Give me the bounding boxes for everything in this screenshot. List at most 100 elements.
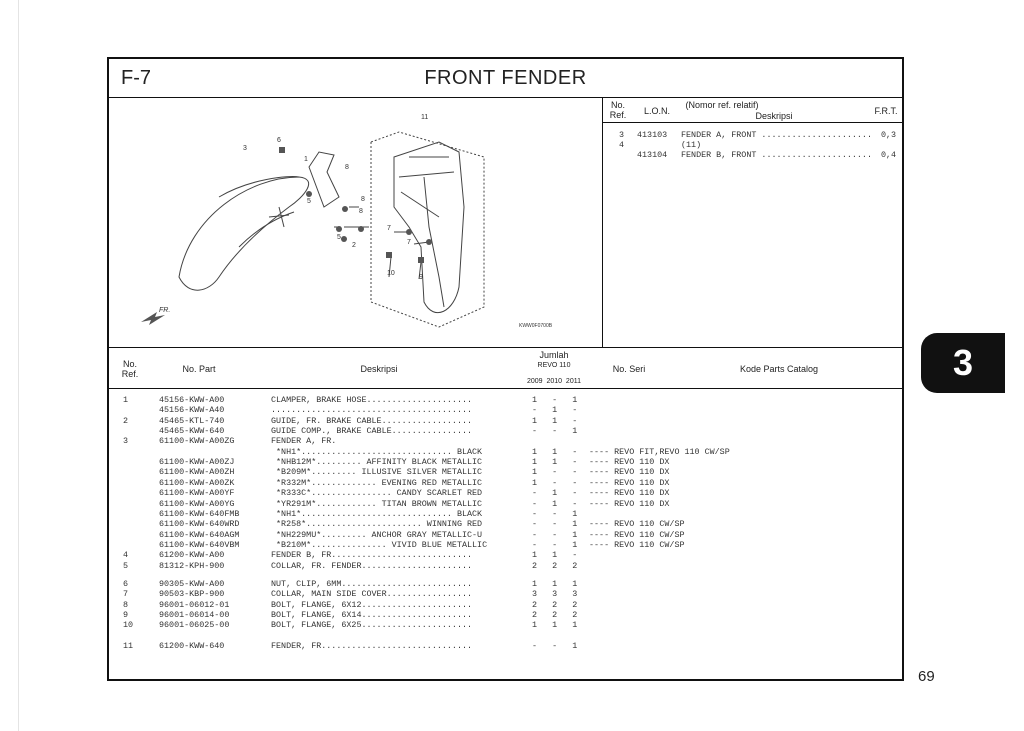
- callout-11: 11: [421, 114, 428, 121]
- part-description: *NHB12M*......... AFFINITY BLACK METALLI…: [271, 457, 483, 468]
- table-row: 61100-KWW-640VBM *B210M*............... …: [109, 540, 902, 550]
- part-quantity: 2 2 2: [532, 599, 578, 610]
- part-number: 61200-KWW-A00: [159, 550, 225, 561]
- callout-1: 1: [304, 156, 308, 163]
- callout-3: 3: [243, 145, 247, 152]
- part-quantity: 1 1 -: [532, 415, 578, 426]
- part-description: BOLT, FLANGE, 6X12......................: [271, 599, 473, 610]
- callout-8c: 8: [359, 208, 363, 215]
- part-number: 61100-KWW-640WRD: [159, 519, 240, 530]
- part-description: *B209M*......... ILLUSIVE SILVER METALLI…: [271, 467, 483, 478]
- parts-header-no-seri: No. Seri: [612, 364, 646, 374]
- part-quantity: 1 1 -: [532, 446, 578, 457]
- part-description: FENDER B, FR............................: [271, 550, 473, 561]
- lon-row-frt: 0,3: [881, 130, 897, 140]
- part-number: 96001-06025-00: [159, 620, 230, 631]
- part-ref: 9: [123, 610, 129, 620]
- part-serial: ---- REVO FIT,REVO 110 CW/SP: [589, 446, 730, 457]
- diagram-divider: [602, 97, 603, 347]
- part-ref: 3: [123, 436, 129, 447]
- part-description: GUIDE, FR. BRAKE CABLE..................: [271, 415, 473, 426]
- part-number: 61100-KWW-A00ZG: [159, 436, 235, 447]
- section-code: F-7: [121, 67, 151, 89]
- part-quantity: - 1 -: [532, 405, 578, 416]
- part-number: 96001-06012-01: [159, 599, 230, 610]
- part-number: 61100-KWW-A00ZK: [159, 477, 235, 488]
- part-ref: 6: [123, 578, 129, 589]
- part-number: 45156-KWW-A40: [159, 405, 225, 416]
- part-serial: ---- REVO 110 DX: [589, 488, 670, 499]
- part-quantity: - - 1: [532, 529, 578, 540]
- callout-9: 9: [419, 274, 423, 281]
- catalog-page-frame: F-7 FRONT FENDER: [107, 57, 904, 681]
- part-serial: ---- REVO 110 CW/SP: [589, 529, 685, 540]
- lon-row-desc: FENDER B, FRONT ......................: [681, 150, 872, 160]
- table-row: 61100-KWW-A00YG *YR291M*............ TIT…: [109, 499, 902, 509]
- part-quantity: 2 2 2: [532, 560, 578, 571]
- table-row: 61100-KWW-A00ZK *R332M*............. EVE…: [109, 478, 902, 488]
- callout-2: 2: [352, 242, 356, 249]
- part-quantity: 1 - 1: [532, 395, 578, 405]
- page-edge: [18, 0, 19, 731]
- part-description: BOLT, FLANGE, 6X14......................: [271, 610, 473, 620]
- lon-row-desc: FENDER A, FRONT ......................: [681, 130, 872, 140]
- callout-5a: 5: [307, 198, 311, 205]
- part-quantity: 2 2 2: [532, 610, 578, 620]
- parts-header-no-part: No. Part: [182, 364, 216, 374]
- table-row: 61100-KWW-A00ZJ *NHB12M*......... AFFINI…: [109, 457, 902, 467]
- part-number: 61100-KWW-A00ZJ: [159, 457, 235, 468]
- part-serial: ---- REVO 110 CW/SP: [589, 539, 685, 550]
- lon-header-divider: [602, 122, 904, 123]
- part-quantity: - - 1: [532, 426, 578, 437]
- part-description: *YR291M*............ TITAN BROWN METALLI…: [271, 498, 483, 509]
- part-serial: ---- REVO 110 DX: [589, 498, 670, 509]
- part-description: BOLT, FLANGE, 6X25......................: [271, 620, 473, 631]
- part-ref: 2: [123, 415, 129, 426]
- part-description: *NH1*.............................. BLAC…: [271, 446, 483, 457]
- front-direction-label: FR.: [159, 307, 170, 314]
- table-row: 61100-KWW-A00ZH *B209M*......... ILLUSIV…: [109, 467, 902, 477]
- lon-row-frt: 0,4: [881, 150, 897, 160]
- part-quantity: 1 - -: [532, 467, 578, 478]
- callout-6: 6: [277, 137, 281, 144]
- lon-header-deskripsi: Deskripsi: [755, 111, 793, 121]
- part-quantity: 1 - -: [532, 477, 578, 488]
- part-quantity: 1 1 -: [532, 457, 578, 468]
- lon-row-desc: (11): [681, 140, 702, 150]
- part-quantity: 3 3 3: [532, 589, 578, 600]
- part-ref: 10: [123, 620, 134, 631]
- page-number: 69: [918, 668, 935, 685]
- table-row: 61100-KWW-640WRD *R258*.................…: [109, 519, 902, 529]
- part-description: *B210M*............... VIVID BLUE METALL…: [271, 539, 488, 550]
- part-description: *NH229MU*......... ANCHOR GRAY METALLIC-…: [271, 529, 483, 540]
- part-quantity: - - 1: [532, 519, 578, 530]
- section-divider: [109, 347, 902, 348]
- parts-header-kode-catalog: Kode Parts Catalog: [739, 364, 819, 374]
- part-ref: 11: [123, 640, 134, 651]
- part-serial: ---- REVO 110 DX: [589, 467, 670, 478]
- part-quantity: - 1 -: [532, 488, 578, 499]
- part-number: 90503-KBP-900: [159, 589, 225, 600]
- part-description: *R258*....................... WINNING RE…: [271, 519, 483, 530]
- lon-header-frt: F.R.T.: [874, 106, 898, 116]
- part-description: NUT, CLIP, 6MM..........................: [271, 578, 473, 589]
- title-divider: [109, 97, 902, 98]
- part-number: 61100-KWW-A00YG: [159, 498, 235, 509]
- part-number: 45156-KWW-A00: [159, 395, 225, 405]
- callout-7b: 7: [407, 239, 411, 246]
- part-quantity: 1 1 1: [532, 620, 578, 631]
- part-description: *R333C*................ CANDY SCARLET RE…: [271, 488, 483, 499]
- part-ref: 5: [123, 560, 129, 571]
- parts-header-deskripsi: Deskripsi: [360, 364, 398, 374]
- part-description: ........................................: [271, 405, 473, 416]
- part-description: FENDER, FR..............................: [271, 640, 473, 651]
- lon-row-code: 413104: [637, 150, 668, 160]
- diagram-code: KWW0F0700B: [519, 323, 553, 329]
- part-description: FENDER A, FR.: [271, 436, 337, 447]
- callout-7a: 7: [387, 225, 391, 232]
